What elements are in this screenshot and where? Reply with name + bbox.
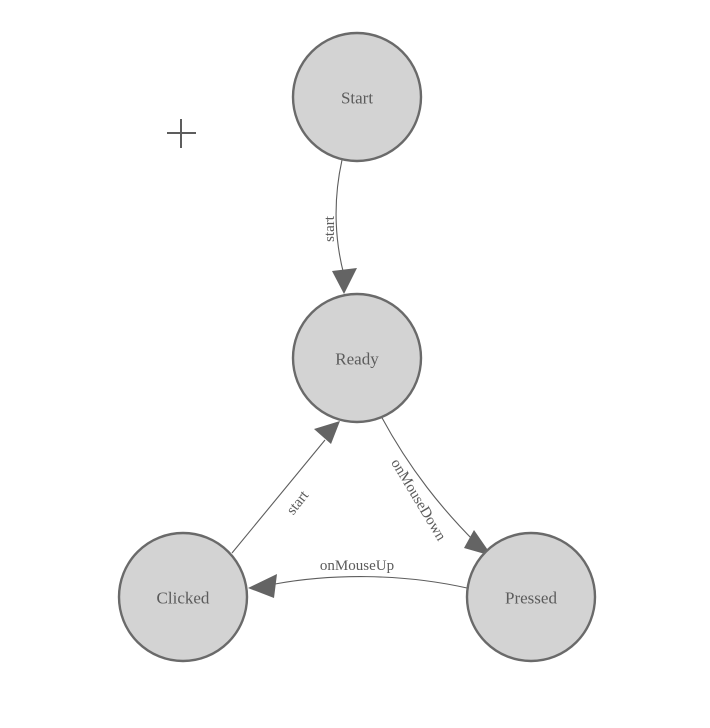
node-shape — [291, 292, 423, 424]
edge-path — [335, 159, 345, 276]
edge-pressed-to-clicked[interactable]: onMouseUp — [248, 558, 468, 598]
node-ready[interactable]: Ready — [291, 292, 423, 424]
arrowhead-icon — [464, 530, 492, 556]
edge-label-start-to-ready: start — [322, 215, 338, 242]
node-label-ready: Ready — [335, 350, 379, 369]
edge-label-clicked-to-ready: start — [284, 487, 313, 518]
arrowhead-icon — [314, 421, 340, 444]
edge-label-pressed-to-clicked: onMouseUp — [320, 558, 394, 574]
arrowhead-icon — [332, 268, 357, 294]
arrowhead-icon — [248, 574, 277, 598]
edge-start-to-ready[interactable]: start — [322, 159, 357, 294]
crosshair-icon — [167, 119, 196, 148]
node-shape — [465, 531, 597, 663]
edge-path — [380, 415, 477, 544]
node-shape — [291, 31, 423, 163]
node-label-pressed: Pressed — [505, 589, 557, 608]
node-pressed[interactable]: Pressed — [465, 531, 597, 663]
node-label-start: Start — [341, 89, 373, 108]
edge-path — [231, 439, 326, 554]
edge-label-ready-to-pressed: onMouseDown — [387, 456, 449, 544]
node-shape — [117, 531, 249, 663]
node-clicked[interactable]: Clicked — [117, 531, 249, 663]
edge-path — [274, 576, 468, 589]
edge-ready-to-pressed[interactable]: onMouseDown — [380, 415, 492, 556]
node-label-clicked: Clicked — [157, 589, 210, 608]
node-start[interactable]: Start — [291, 31, 423, 163]
edge-clicked-to-ready[interactable]: start — [231, 421, 340, 554]
